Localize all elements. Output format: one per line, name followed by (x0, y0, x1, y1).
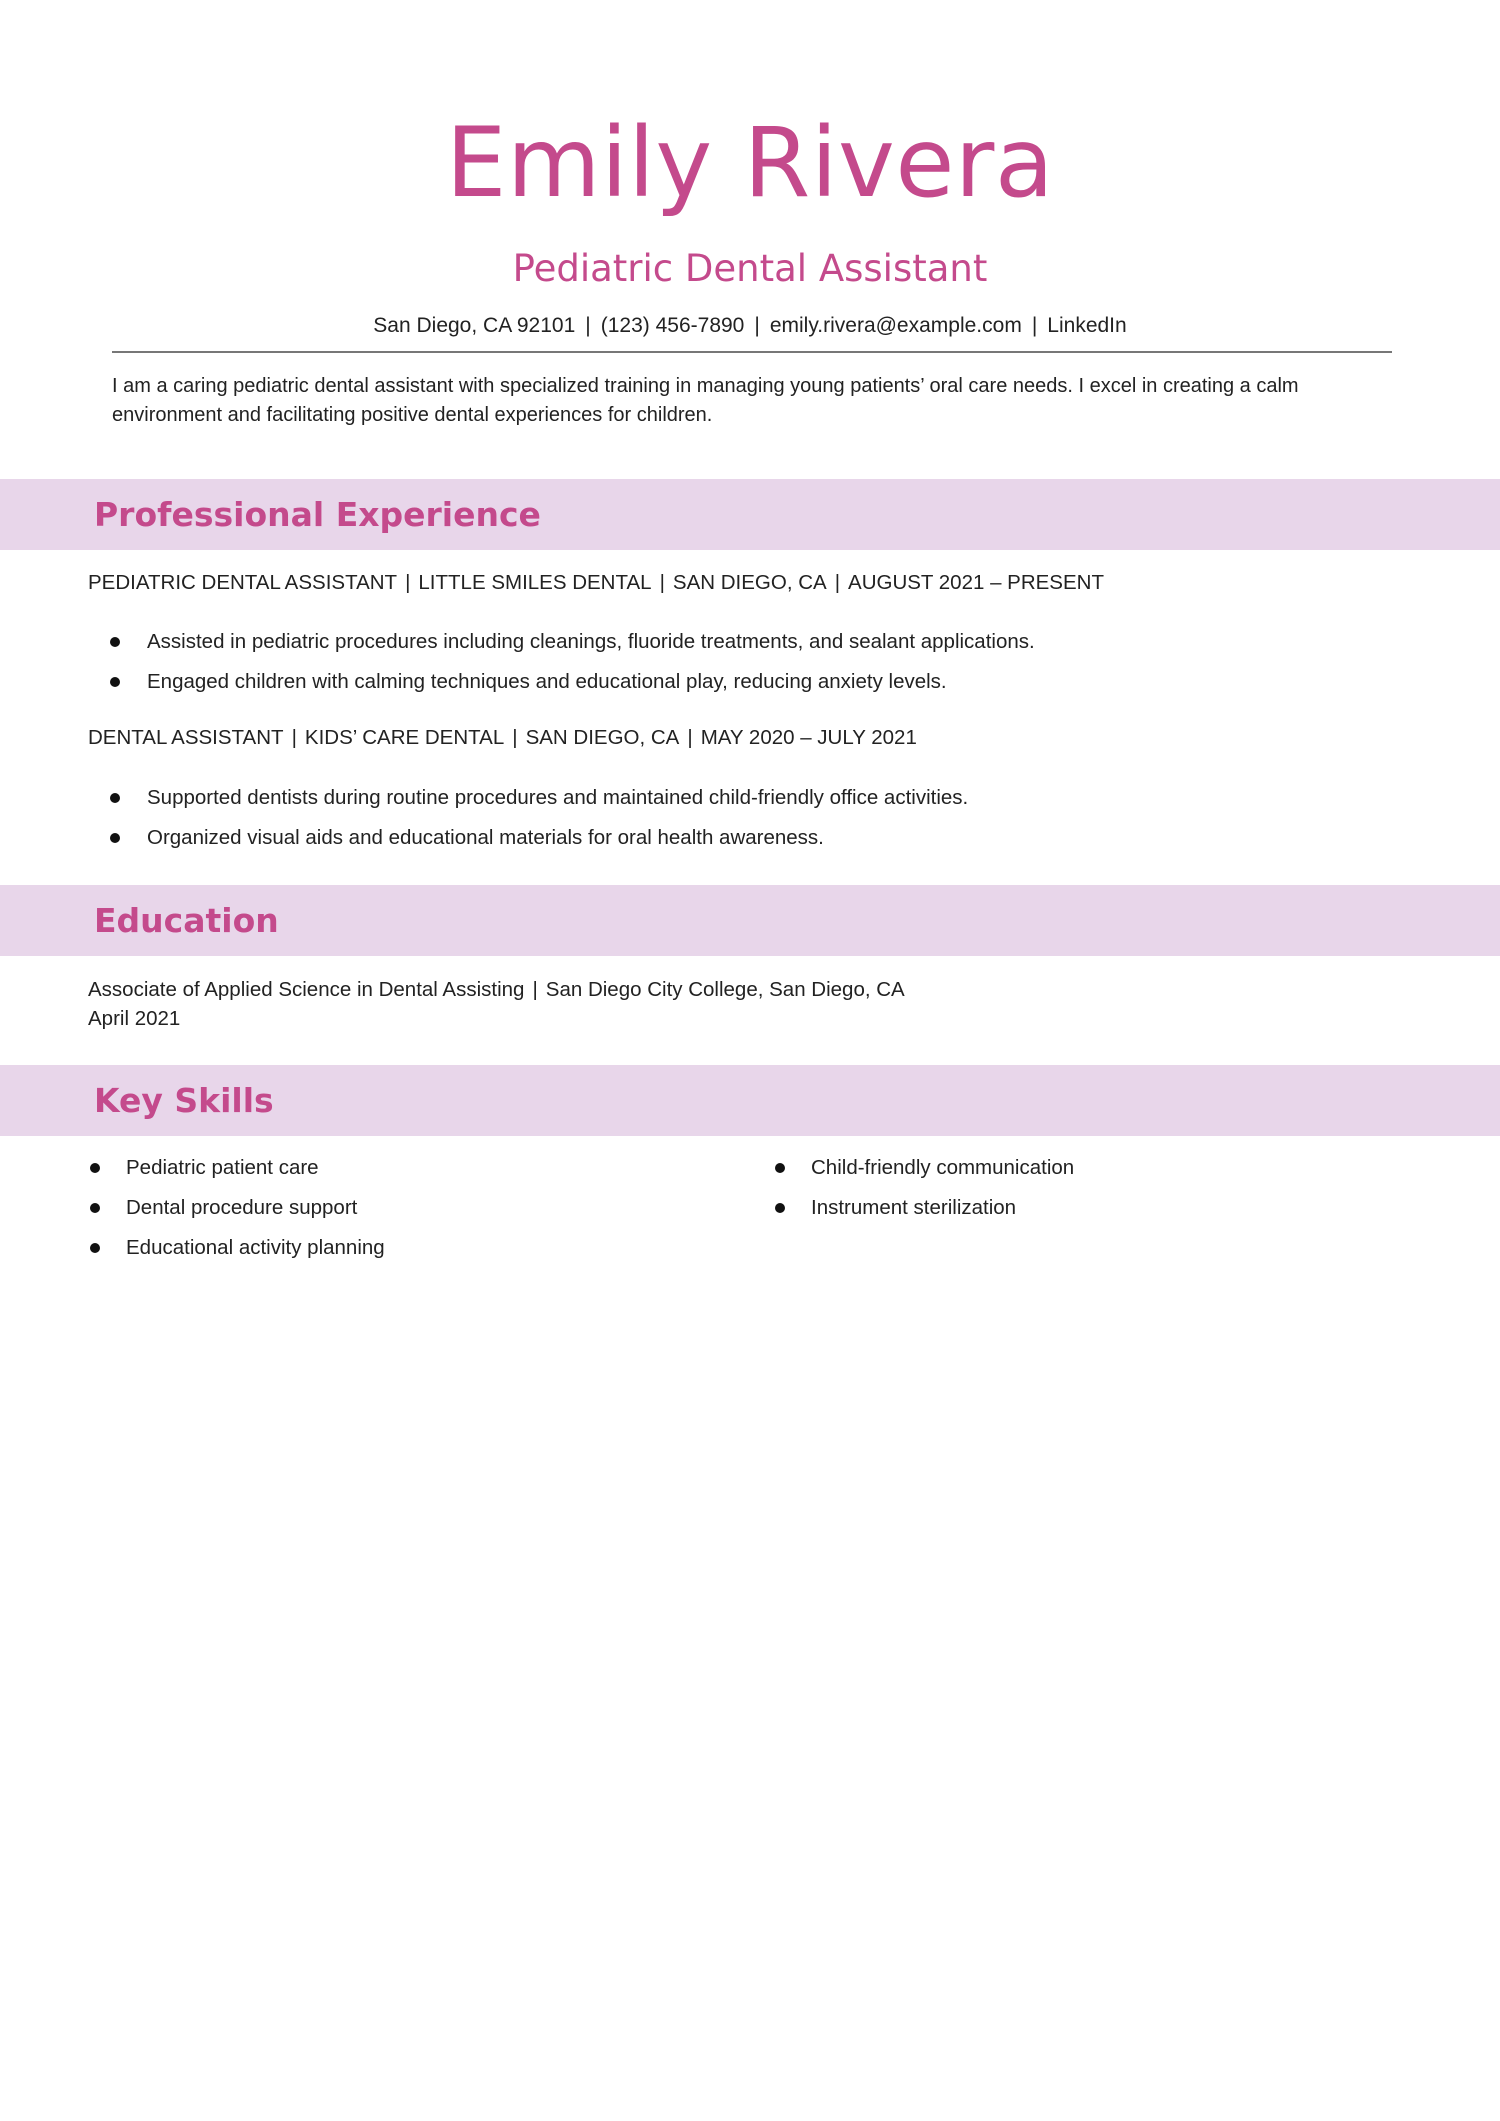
education-degree: Associate of Applied Science in Dental A… (88, 978, 525, 1001)
contact-separator: | (1031, 314, 1038, 337)
job-separator: | (659, 571, 665, 594)
bullet-text: Assisted in pediatric procedures includi… (147, 630, 1035, 653)
bullet-icon (775, 1163, 785, 1173)
bullet-icon (110, 833, 120, 843)
job-separator: | (512, 726, 518, 749)
job-location: SAN DIEGO, CA (525, 726, 680, 749)
bullet-icon (90, 1203, 100, 1213)
skill-text: Educational activity planning (126, 1236, 385, 1259)
bullet-text: Organized visual aids and educational ma… (147, 826, 824, 849)
skills-list-right: Child-friendly communication Instrument … (773, 1153, 1074, 1233)
education-separator: | (532, 978, 538, 1001)
bullet-icon (110, 677, 120, 687)
bullet-icon (110, 637, 120, 647)
bullet-icon (110, 793, 120, 803)
contact-location: San Diego, CA 92101 (373, 314, 576, 337)
list-item: Pediatric patient care (88, 1153, 385, 1193)
header-divider (112, 351, 1392, 353)
education-heading: Education (94, 901, 279, 940)
list-item: Instrument sterilization (773, 1193, 1074, 1233)
education-section-band: Education (0, 885, 1500, 956)
bullet-text: Supported dentists during routine proced… (147, 786, 969, 809)
summary-paragraph: I am a caring pediatric dental assistant… (112, 375, 1299, 426)
education-date: April 2021 (88, 1007, 181, 1030)
job-title: PEDIATRIC DENTAL ASSISTANT (88, 571, 398, 594)
skills-section-band: Key Skills (0, 1065, 1500, 1136)
education-degree-line: Associate of Applied Science in Dental A… (88, 975, 905, 1004)
list-item: Child-friendly communication (773, 1153, 1074, 1193)
contact-linkedin-link[interactable]: LinkedIn (1047, 314, 1127, 337)
contact-line: San Diego, CA 92101 | (123) 456-7890 | emily… (0, 311, 1500, 341)
candidate-title: Pediatric Dental Assistant (512, 247, 988, 290)
list-item: Supported dentists during routine proced… (110, 783, 968, 823)
job-title: DENTAL ASSISTANT (88, 726, 284, 749)
list-item: Educational activity planning (88, 1233, 385, 1273)
experience-section-band: Professional Experience (0, 479, 1500, 550)
bullet-icon (90, 1163, 100, 1173)
education-school: San Diego City College, San Diego, CA (545, 978, 905, 1001)
bullet-text: Engaged children with calming techniques… (147, 670, 947, 693)
job-separator: | (405, 571, 411, 594)
bullet-icon (90, 1243, 100, 1253)
job-dates: MAY 2020 – JULY 2021 (700, 726, 917, 749)
job-heading: DENTAL ASSISTANT | KIDS’ CARE DENTAL | SAN D… (88, 723, 917, 753)
candidate-name: Emily Rivera (445, 107, 1055, 219)
job-dates: AUGUST 2021 – PRESENT (848, 571, 1104, 594)
job-company: LITTLE SMILES DENTAL (418, 571, 652, 594)
skills-list-left: Pediatric patient care Dental procedure … (88, 1153, 385, 1273)
contact-separator: | (585, 314, 591, 337)
job-heading: PEDIATRIC DENTAL ASSISTANT | LITTLE SMILES… (88, 568, 1104, 598)
skills-heading: Key Skills (94, 1081, 274, 1120)
skill-text: Pediatric patient care (126, 1156, 319, 1179)
list-item: Assisted in pediatric procedures includi… (110, 627, 1035, 667)
job-separator: | (834, 571, 841, 594)
contact-email[interactable]: emily.rivera@example.com (769, 314, 1022, 337)
experience-heading: Professional Experience (94, 495, 541, 534)
skill-text: Child-friendly communication (811, 1156, 1075, 1179)
skill-text: Dental procedure support (126, 1196, 358, 1219)
contact-separator: | (754, 314, 760, 337)
job-bullet-list: Supported dentists during routine proced… (110, 783, 968, 863)
job-bullet-list: Assisted in pediatric procedures includi… (110, 627, 1035, 707)
contact-phone: (123) 456-7890 (600, 314, 745, 337)
job-location: SAN DIEGO, CA (672, 571, 827, 594)
job-separator: | (687, 726, 693, 749)
bullet-icon (775, 1203, 785, 1213)
job-separator: | (291, 726, 297, 749)
skill-text: Instrument sterilization (811, 1196, 1017, 1219)
job-company: KIDS’ CARE DENTAL (304, 726, 505, 749)
list-item: Organized visual aids and educational ma… (110, 823, 968, 863)
list-item: Dental procedure support (88, 1193, 385, 1233)
list-item: Engaged children with calming techniques… (110, 667, 1035, 707)
